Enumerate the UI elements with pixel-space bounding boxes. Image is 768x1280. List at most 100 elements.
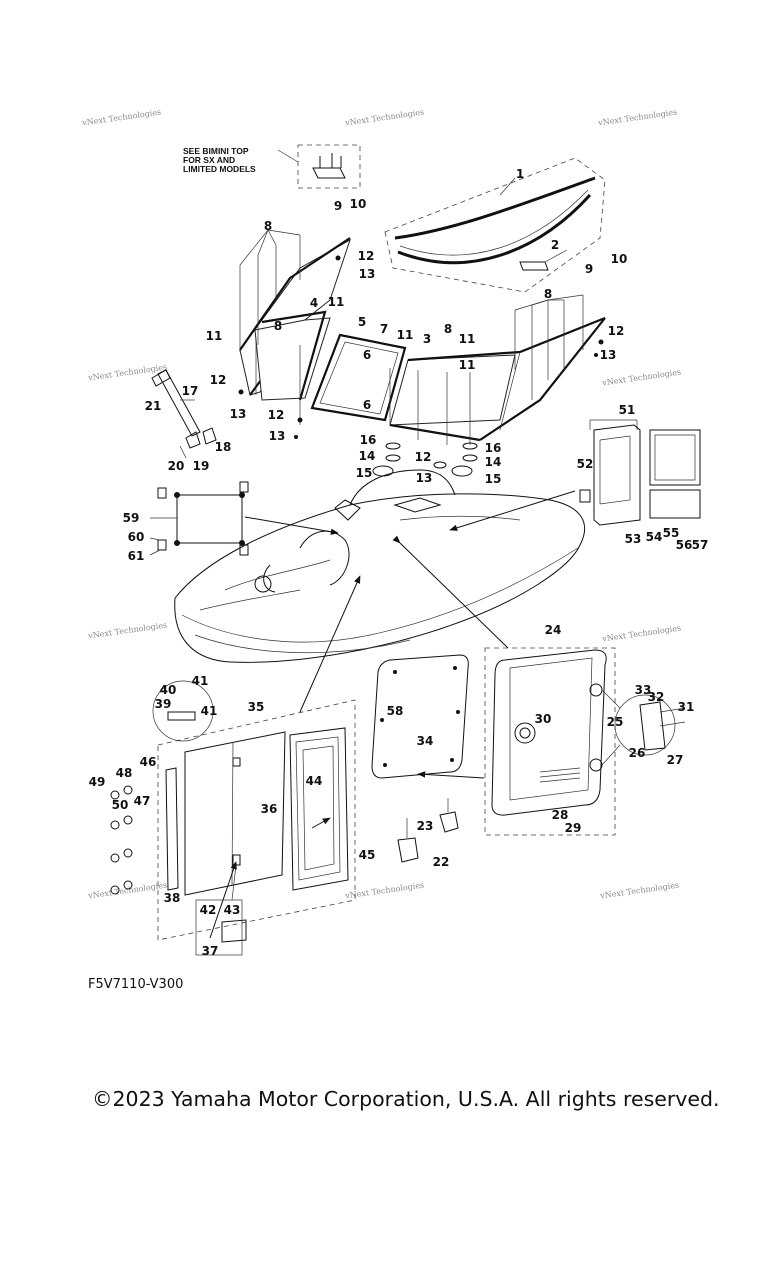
bimini-pole	[151, 369, 217, 459]
part-label-53: 53	[625, 532, 642, 546]
part-label-22: 22	[433, 855, 450, 869]
part-label-5: 5	[358, 315, 366, 329]
part-label-15: 15	[485, 472, 502, 486]
note-line-1: SEE BIMINI TOP	[183, 146, 249, 156]
part-label-13: 13	[600, 348, 617, 362]
part-label-61: 61	[128, 549, 145, 563]
part-label-51: 51	[619, 403, 636, 417]
part-label-40: 40	[160, 683, 177, 697]
part-label-9: 9	[334, 199, 342, 213]
part-label-6: 6	[363, 348, 371, 362]
part-label-20: 20	[168, 459, 185, 473]
part-label-35: 35	[248, 700, 265, 714]
part-label-13: 13	[359, 267, 376, 281]
watermark-text: vNext Technologies	[599, 881, 680, 901]
part-label-12: 12	[608, 324, 625, 338]
part-label-16: 16	[360, 433, 377, 447]
part-label-60: 60	[128, 530, 145, 544]
part-label-56: 56	[676, 538, 693, 552]
part-label-23: 23	[417, 819, 434, 833]
part-label-11: 11	[397, 328, 414, 342]
part-label-37: 37	[202, 944, 219, 958]
part-label-12: 12	[358, 249, 375, 263]
part-label-57: 57	[692, 538, 709, 552]
watermark-text: vNext Technologies	[81, 108, 162, 128]
part-label-25: 25	[607, 715, 624, 729]
part-label-24: 24	[545, 623, 562, 637]
watermark-text: vNext Technologies	[601, 624, 682, 644]
part-label-11: 11	[459, 358, 476, 372]
part-label-16: 16	[485, 441, 502, 455]
part-label-28: 28	[552, 808, 569, 822]
part-label-14: 14	[359, 449, 376, 463]
part-label-44: 44	[306, 774, 323, 788]
top-trim-group	[384, 157, 606, 293]
copyright-notice: ©2023 Yamaha Motor Corporation, U.S.A. A…	[92, 1087, 720, 1111]
watermark-text: vNext Technologies	[87, 621, 168, 641]
watermark-text: vNext Technologies	[87, 363, 168, 383]
part-label-13: 13	[416, 471, 433, 485]
part-label-8: 8	[444, 322, 452, 336]
watermark-text: vNext Technologies	[597, 108, 678, 128]
part-label-10: 10	[350, 197, 367, 211]
part-label-36: 36	[261, 802, 278, 816]
watermark-layer: vNext Technologies vNext Technologies vNex…	[81, 108, 682, 901]
part-label-1: 1	[516, 167, 524, 181]
part-label-8: 8	[274, 319, 282, 333]
part-label-41: 41	[192, 674, 209, 688]
watermark-text: vNext Technologies	[601, 368, 682, 388]
part-label-48: 48	[116, 766, 133, 780]
part-label-41: 41	[201, 704, 218, 718]
part-label-11: 11	[206, 329, 223, 343]
boat-hull	[174, 469, 586, 663]
watermark-text: vNext Technologies	[344, 108, 425, 128]
part-label-49: 49	[89, 775, 106, 789]
part-label-9: 9	[585, 262, 593, 276]
note-line-2: FOR SX AND	[183, 155, 235, 165]
part-label-32: 32	[648, 690, 665, 704]
part-label-58: 58	[387, 704, 404, 718]
bimini-note: SEE BIMINI TOP FOR SX AND LIMITED MODELS	[183, 144, 361, 189]
part-label-47: 47	[134, 794, 151, 808]
part-label-29: 29	[565, 821, 582, 835]
part-label-27: 27	[667, 753, 684, 767]
part-label-13: 13	[269, 429, 286, 443]
figure-code: F5V7110-V300	[88, 977, 184, 992]
part-label-18: 18	[215, 440, 232, 454]
part-label-39: 39	[155, 697, 172, 711]
part-label-54: 54	[646, 530, 663, 544]
side-curtain	[149, 481, 249, 556]
part-label-2: 2	[551, 238, 559, 252]
part-label-8: 8	[264, 219, 272, 233]
part-label-10: 10	[611, 252, 628, 266]
part-label-33: 33	[635, 683, 652, 697]
part-label-15: 15	[356, 466, 373, 480]
part-label-6: 6	[363, 398, 371, 412]
windshield-frames	[238, 229, 606, 477]
part-label-38: 38	[164, 891, 181, 905]
part-label-17: 17	[182, 384, 199, 398]
part-label-4: 4	[310, 296, 318, 310]
part-label-13: 13	[230, 407, 247, 421]
part-label-8: 8	[544, 287, 552, 301]
watermark-text: vNext Technologies	[344, 881, 425, 901]
storage-box-51	[579, 419, 701, 526]
part-label-12: 12	[210, 373, 227, 387]
note-line-3: LIMITED MODELS	[183, 164, 256, 174]
part-label-30: 30	[535, 712, 552, 726]
part-label-42: 42	[200, 903, 217, 917]
part-label-34: 34	[417, 734, 434, 748]
part-label-26: 26	[629, 746, 646, 760]
part-label-31: 31	[678, 700, 695, 714]
part-label-52: 52	[577, 457, 594, 471]
part-label-50: 50	[112, 798, 129, 812]
assembly-arrows	[209, 490, 576, 939]
hatch-24	[484, 647, 686, 836]
door-35	[110, 680, 356, 956]
part-label-46: 46	[140, 755, 157, 769]
latch-22	[397, 798, 459, 863]
lid-58	[371, 654, 469, 779]
part-label-12: 12	[268, 408, 285, 422]
